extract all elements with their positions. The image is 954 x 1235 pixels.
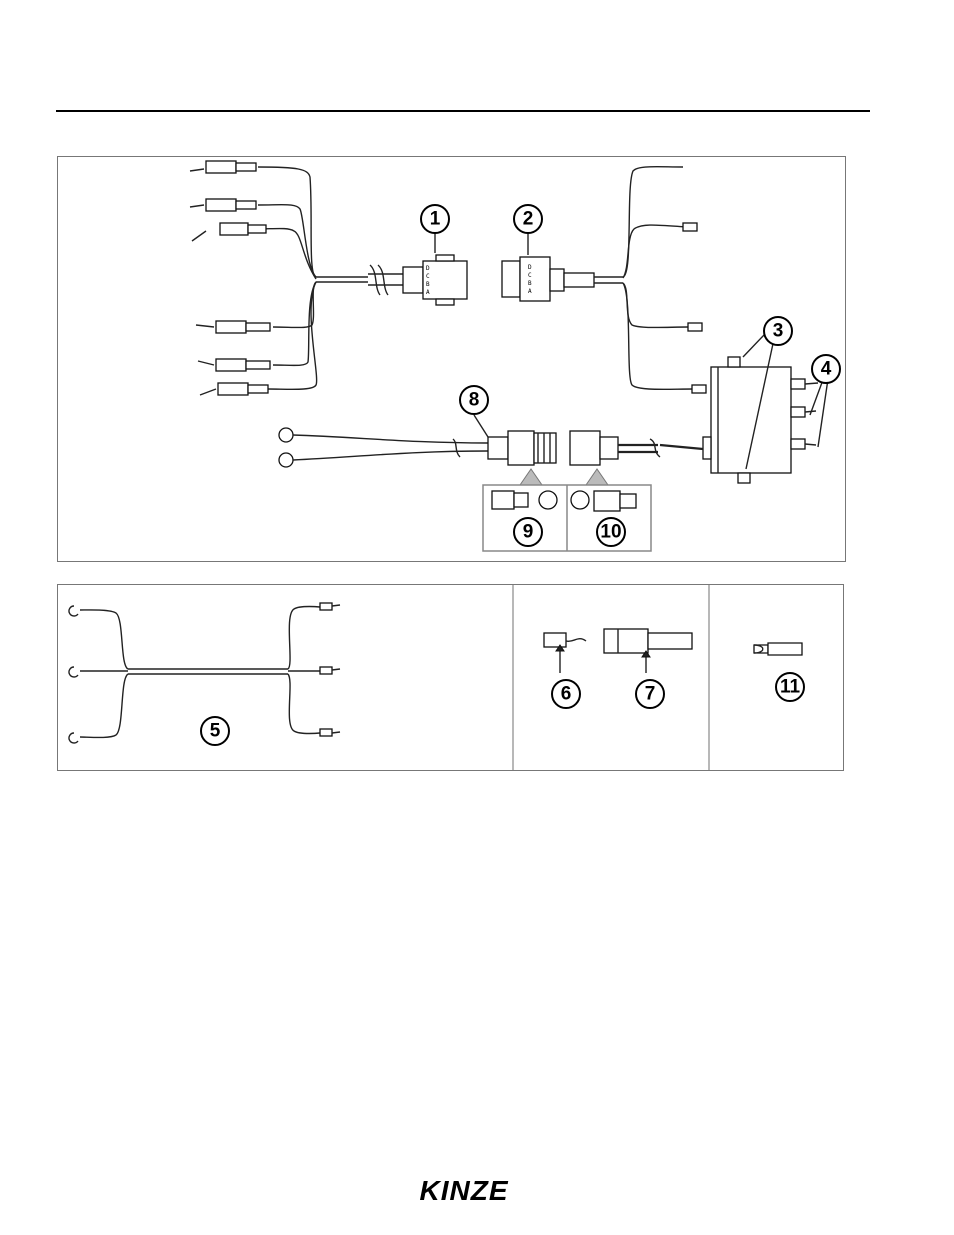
callout-2: 2 bbox=[514, 205, 542, 233]
terminal-group-lower bbox=[196, 321, 270, 395]
pin-d-label: D bbox=[426, 265, 430, 272]
svg-text:2: 2 bbox=[523, 209, 534, 230]
callout-7: 7 bbox=[636, 680, 664, 708]
svg-text:7: 7 bbox=[645, 684, 656, 705]
svg-text:8: 8 bbox=[469, 390, 480, 411]
callout-1: 1 bbox=[421, 205, 449, 233]
pointer-to-inset-9 bbox=[520, 469, 542, 485]
svg-text:11: 11 bbox=[780, 677, 801, 698]
callout-6: 6 bbox=[552, 680, 580, 708]
spade-terminal bbox=[754, 643, 802, 655]
kinze-logo: KINZE bbox=[405, 1176, 523, 1206]
connector-1: D C B A bbox=[403, 255, 467, 305]
connector-2: D C B A bbox=[502, 257, 594, 301]
callout-5: 5 bbox=[201, 717, 229, 745]
callout-10: 10 bbox=[597, 518, 625, 546]
harness-diagram: D C B A D C B A bbox=[58, 157, 845, 561]
svg-text:6: 6 bbox=[561, 684, 572, 705]
callout-4: 4 bbox=[812, 355, 840, 383]
pin-b-label-2: B bbox=[528, 280, 532, 287]
connector-inset bbox=[483, 485, 651, 551]
pointer-to-inset-10 bbox=[586, 469, 608, 485]
svg-text:1: 1 bbox=[430, 209, 441, 230]
terminal-group-upper bbox=[190, 161, 266, 241]
callout-8: 8 bbox=[460, 386, 488, 414]
logo-text: KINZE bbox=[405, 1176, 523, 1206]
pin-d-label-2: D bbox=[528, 264, 532, 271]
pin-a-label: A bbox=[426, 289, 430, 296]
svg-text:3: 3 bbox=[773, 321, 784, 342]
svg-text:10: 10 bbox=[600, 522, 621, 543]
svg-text:4: 4 bbox=[821, 359, 832, 380]
parts-diagram: 5 6 7 11 bbox=[58, 585, 843, 770]
control-box bbox=[703, 357, 818, 483]
svg-text:5: 5 bbox=[210, 721, 221, 742]
power-cable bbox=[279, 428, 703, 467]
pin-a-label-2: A bbox=[528, 288, 532, 295]
callout-3: 3 bbox=[764, 317, 792, 345]
callout-11: 11 bbox=[776, 673, 804, 701]
housing-part bbox=[604, 629, 692, 673]
callout-9: 9 bbox=[514, 518, 542, 546]
pin-c-label: C bbox=[426, 273, 430, 280]
header-rule bbox=[56, 110, 870, 112]
parts-panel: 5 6 7 11 bbox=[57, 584, 844, 771]
pin-b-label: B bbox=[426, 281, 430, 288]
harness-diagram-panel: D C B A D C B A bbox=[57, 156, 846, 562]
pin-c-label-2: C bbox=[528, 272, 532, 279]
leader-8 bbox=[474, 415, 488, 437]
svg-text:9: 9 bbox=[523, 522, 534, 543]
terminal-part bbox=[544, 633, 586, 673]
